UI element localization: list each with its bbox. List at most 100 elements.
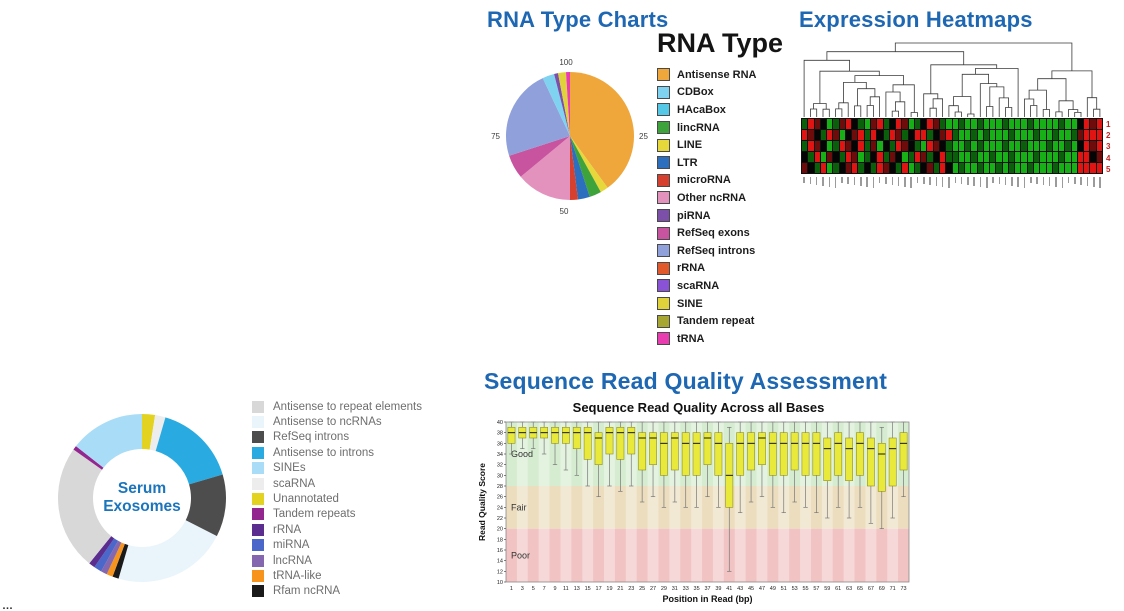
heatmap-cell: [896, 130, 902, 140]
donut-legend-swatch: [252, 523, 264, 536]
heatmap-column-label-glyph: [935, 176, 938, 186]
heatmap-cell: [933, 130, 939, 140]
heatmap-cell: [914, 163, 921, 173]
svg-label: 47: [759, 586, 765, 592]
rna-legend-label: HAcaBox: [677, 103, 726, 116]
donut-legend-label: miRNA: [273, 539, 310, 552]
heatmap-cell: [858, 141, 864, 151]
heatmap-column-label-mark: [958, 176, 964, 190]
rna-legend-item-microrna: microRNA: [657, 172, 832, 190]
heatmap-cell: [921, 163, 927, 173]
donut-legend-label: Antisense to ncRNAs: [273, 416, 382, 429]
donut-legend-label: Rfam ncRNA: [273, 585, 341, 598]
donut-legend-item-refseq-introns: RefSeq introns: [252, 430, 422, 445]
heatmap-cell: [814, 163, 820, 173]
donut-legend-item-mirna: miRNA: [252, 538, 422, 553]
heatmap-column-label-mark: [845, 176, 851, 190]
heatmap-cell: [1040, 141, 1046, 151]
heatmap-column-label-mark: [814, 176, 820, 190]
heatmap-cell: [1071, 130, 1077, 140]
column-stripe: [538, 422, 550, 582]
heatmap-cell: [845, 130, 852, 140]
rna-pie-slice-pirna: [554, 73, 570, 136]
donut-legend-item-sines: SINEs: [252, 461, 422, 476]
donut-legend-swatch: [252, 493, 264, 506]
heatmap-cell: [902, 163, 908, 173]
svg-label: 29: [661, 586, 667, 592]
svg-label: 50: [560, 207, 569, 216]
rna-pie-slice-microrna: [570, 136, 579, 201]
heatmap-cell: [983, 130, 990, 140]
svg-label: 40: [497, 420, 503, 426]
heatmap-cell: [1090, 141, 1096, 151]
heatmap-column-label-glyph: [1067, 176, 1070, 183]
donut-slice-rrna: [89, 536, 115, 568]
svg-label: 10: [497, 580, 503, 586]
svg-label: 75: [491, 132, 500, 141]
heatmap-cell: [946, 119, 952, 129]
column-stripe: [604, 422, 615, 582]
heatmap-cell: [946, 141, 952, 151]
heatmap-column-label-mark: [851, 176, 857, 190]
heatmap-cell: [839, 152, 845, 162]
rna-legend-item-trna: tRNA: [657, 330, 832, 348]
heatmap-cell: [877, 119, 883, 129]
svg-label: 30: [497, 473, 503, 479]
heatmap-cell: [971, 163, 977, 173]
heatmap-column-label-glyph: [1036, 176, 1038, 184]
heatmap-cell: [1002, 130, 1008, 140]
heatmap-cell: [877, 141, 883, 151]
heatmap-row-label: 2: [1106, 131, 1111, 141]
donut-legend-label: RefSeq introns: [273, 431, 350, 444]
quality-box: [888, 437, 897, 487]
rna-pie-slice-trna: [565, 72, 570, 136]
donut-legend-item-antisense-to-introns: Antisense to introns: [252, 445, 422, 460]
heatmap-cell: [820, 141, 827, 151]
heatmap-cell: [814, 152, 820, 162]
heatmap-cell: [827, 119, 833, 129]
heatmap-cell: [996, 163, 1002, 173]
heatmap-cell: [1052, 130, 1059, 140]
heatmap-cell: [983, 119, 990, 129]
heatmap-column-label-mark: [826, 176, 832, 190]
heatmap-cell: [802, 163, 808, 173]
heatmap-cell: [946, 152, 952, 162]
rna-legend-label: LTR: [677, 156, 698, 169]
heatmap-column-label-mark: [1047, 176, 1053, 190]
heatmap-cell: [820, 130, 827, 140]
heatmap-cell: [939, 119, 946, 129]
heatmap-cell: [1084, 152, 1090, 162]
svg-label: 17: [596, 586, 602, 592]
quality-box: [856, 432, 864, 476]
heatmap-cell: [1021, 130, 1027, 140]
heatmap-column-label-glyph: [1004, 176, 1007, 185]
heatmap-column-label-glyph: [897, 176, 900, 186]
heatmap-cell: [1096, 163, 1102, 173]
heatmap-column-label-mark: [1059, 176, 1065, 190]
heatmap-cell: [908, 152, 914, 162]
svg-label: 15: [585, 586, 591, 592]
quality-box: [834, 432, 843, 476]
rna-legend-swatch: [657, 209, 670, 223]
column-stripe: [582, 422, 594, 582]
heatmap-cell: [1040, 119, 1046, 129]
rna-pie-slice-sine: [558, 72, 570, 136]
heatmap-cell: [858, 152, 864, 162]
svg-label: 71: [890, 586, 896, 592]
heatmap-cell: [1096, 141, 1102, 151]
donut-slice-unannotated: [142, 414, 156, 450]
rna-pie-slice-cdbox: [542, 74, 570, 136]
heatmap-cell: [1084, 163, 1090, 173]
heatmap-cell: [1021, 163, 1027, 173]
heatmap-column-label-glyph: [998, 176, 1001, 184]
heatmap-column-label-glyph: [834, 176, 837, 188]
heatmap-cell: [1071, 152, 1077, 162]
heatmap-cell: [1015, 152, 1021, 162]
heatmap-cell: [1065, 163, 1071, 173]
rna-legend-label: scaRNA: [677, 279, 720, 292]
rna-legend-item-cdbox: CDBox: [657, 84, 832, 102]
heatmap-cell: [864, 130, 870, 140]
